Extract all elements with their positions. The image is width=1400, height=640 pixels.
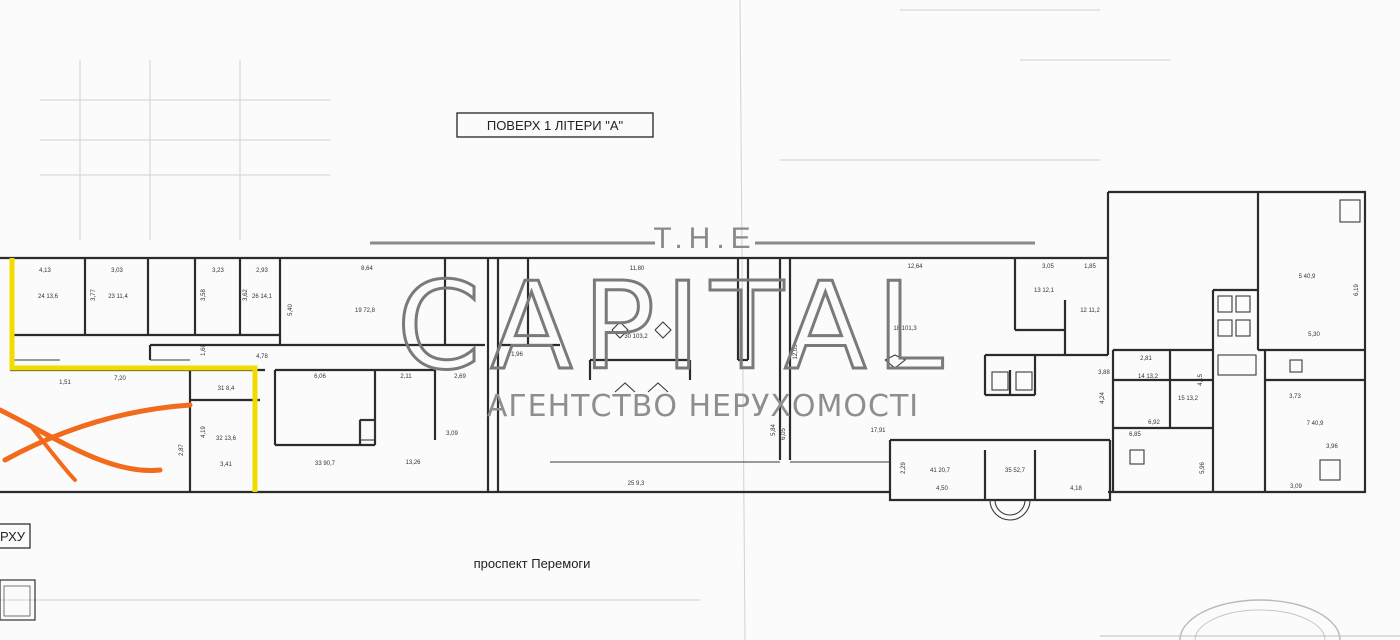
dimension-label: 6,19 bbox=[1354, 284, 1360, 296]
room-label: 23 11,4 bbox=[108, 294, 128, 300]
street-label: проспект Перемоги bbox=[474, 556, 591, 571]
watermark-subtitle: АГЕНТСТВО НЕРУХОМОСТІ bbox=[487, 389, 919, 424]
watermark-top: T.H.E bbox=[653, 222, 756, 255]
room-label: 33 90,7 bbox=[315, 461, 336, 467]
dimension-label: 3,96 bbox=[1326, 444, 1338, 450]
room-label: 13 12,1 bbox=[1034, 288, 1055, 294]
dimension-label: 12,64 bbox=[907, 264, 923, 270]
watermark: T.H.E CAPITAL АГЕНТСТВО НЕРУХОМОСТІ bbox=[370, 222, 1035, 424]
room-label: 14 13,2 bbox=[1138, 374, 1159, 380]
dimension-label: 3,58 bbox=[201, 289, 207, 301]
room-label: 26 14,1 bbox=[252, 294, 273, 300]
room-label: 41 20,7 bbox=[930, 468, 951, 474]
room-label: 7 40,9 bbox=[1307, 421, 1324, 427]
left-edge-label: РХУ bbox=[0, 529, 26, 544]
dimension-label: 3,41 bbox=[220, 462, 232, 468]
dimension-label: 17,91 bbox=[870, 428, 886, 434]
dimension-label: 4,18 bbox=[1070, 486, 1082, 492]
floor-title: ПОВЕРХ 1 ЛІТЕРИ "А" bbox=[487, 118, 624, 133]
watermark-brand: CAPITAL bbox=[397, 258, 954, 397]
dimension-label: 5,40 bbox=[288, 304, 294, 316]
room-label: 24 13,6 bbox=[38, 294, 59, 300]
room-label: 12 11,2 bbox=[1080, 308, 1100, 314]
dimension-label: 2,81 bbox=[1140, 356, 1152, 362]
left-edge-box: РХУ bbox=[0, 523, 36, 621]
scan-ghost-lines bbox=[0, 0, 1170, 640]
dimension-label: 11,80 bbox=[630, 266, 645, 272]
dimension-label: 4,50 bbox=[936, 486, 948, 492]
dimension-label: 3,09 bbox=[446, 431, 458, 437]
details bbox=[10, 199, 1361, 521]
floor-title-box: ПОВЕРХ 1 ЛІТЕРИ "А" bbox=[456, 112, 654, 138]
dimension-label: 2,11 bbox=[400, 374, 412, 380]
dimension-label: 6,06 bbox=[314, 374, 326, 380]
dimension-label: 4,78 bbox=[256, 354, 268, 360]
dimension-label: 3,88 bbox=[1098, 370, 1110, 376]
dimension-label: 5,96 bbox=[1200, 462, 1206, 474]
dimension-label: 5,84 bbox=[771, 424, 777, 436]
dimension-label: 2,87 bbox=[179, 444, 185, 456]
dimension-label: 1,60 bbox=[201, 344, 207, 356]
dimension-label: 4,13 bbox=[39, 268, 51, 274]
dimension-label: 4,24 bbox=[1100, 392, 1106, 404]
orange-cross bbox=[0, 402, 193, 482]
dimension-label: 2,93 bbox=[256, 268, 268, 274]
dimension-label: 5,30 bbox=[1308, 332, 1320, 338]
dimension-label: 3,77 bbox=[91, 289, 97, 301]
room-label: 30 103,2 bbox=[624, 334, 648, 340]
dimension-label: 6,85 bbox=[1129, 432, 1141, 438]
room-labels: 24 13,6 23 11,4 26 14,1 31 8,4 32 13,6 19 72,… bbox=[38, 274, 1324, 487]
dimension-label: 6,92 bbox=[1148, 420, 1160, 426]
room-label: 5 40,9 bbox=[1299, 274, 1316, 280]
room-label: 15 13,2 bbox=[1178, 396, 1199, 402]
dimension-label: 7,20 bbox=[114, 376, 126, 382]
room-label: 35 52,7 bbox=[1005, 468, 1026, 474]
dimension-label: 3,09 bbox=[1290, 484, 1302, 490]
dimension-label: 13,26 bbox=[405, 460, 421, 466]
room-label: 19 72,8 bbox=[355, 308, 376, 314]
dimension-label: 3,62 bbox=[243, 289, 249, 301]
dimension-label: 8,64 bbox=[361, 266, 373, 272]
dimension-label: 1,85 bbox=[1084, 264, 1096, 270]
dimension-label: 1,51 bbox=[59, 380, 71, 386]
yellow-boundary bbox=[9, 258, 258, 492]
room-label: 31 8,4 bbox=[218, 386, 235, 392]
dimension-label: 4,19 bbox=[201, 426, 207, 438]
stamp-fragment bbox=[1100, 599, 1400, 640]
dimension-labels: 4,13 3,03 3,23 2,93 8,64 11,80 12,64 3,05 1,85 3,… bbox=[39, 264, 1360, 492]
dimension-label: 2,29 bbox=[901, 462, 907, 474]
dimension-label: 12,03 bbox=[793, 344, 799, 360]
room-label: 18 101,3 bbox=[893, 326, 917, 332]
dimension-label: 3,23 bbox=[212, 268, 224, 274]
room-label: 32 13,6 bbox=[216, 436, 237, 442]
room-label: 25 9,3 bbox=[628, 481, 645, 487]
dimension-label: 3,05 bbox=[1042, 264, 1054, 270]
dimension-label: 3,73 bbox=[1289, 394, 1301, 400]
dimension-label: 1,96 bbox=[511, 352, 523, 358]
dimension-label: 4,15 bbox=[1198, 374, 1204, 386]
dimension-label: 2,69 bbox=[454, 374, 466, 380]
dimension-label: 3,03 bbox=[111, 268, 123, 274]
dimension-label: 6,05 bbox=[781, 428, 787, 440]
